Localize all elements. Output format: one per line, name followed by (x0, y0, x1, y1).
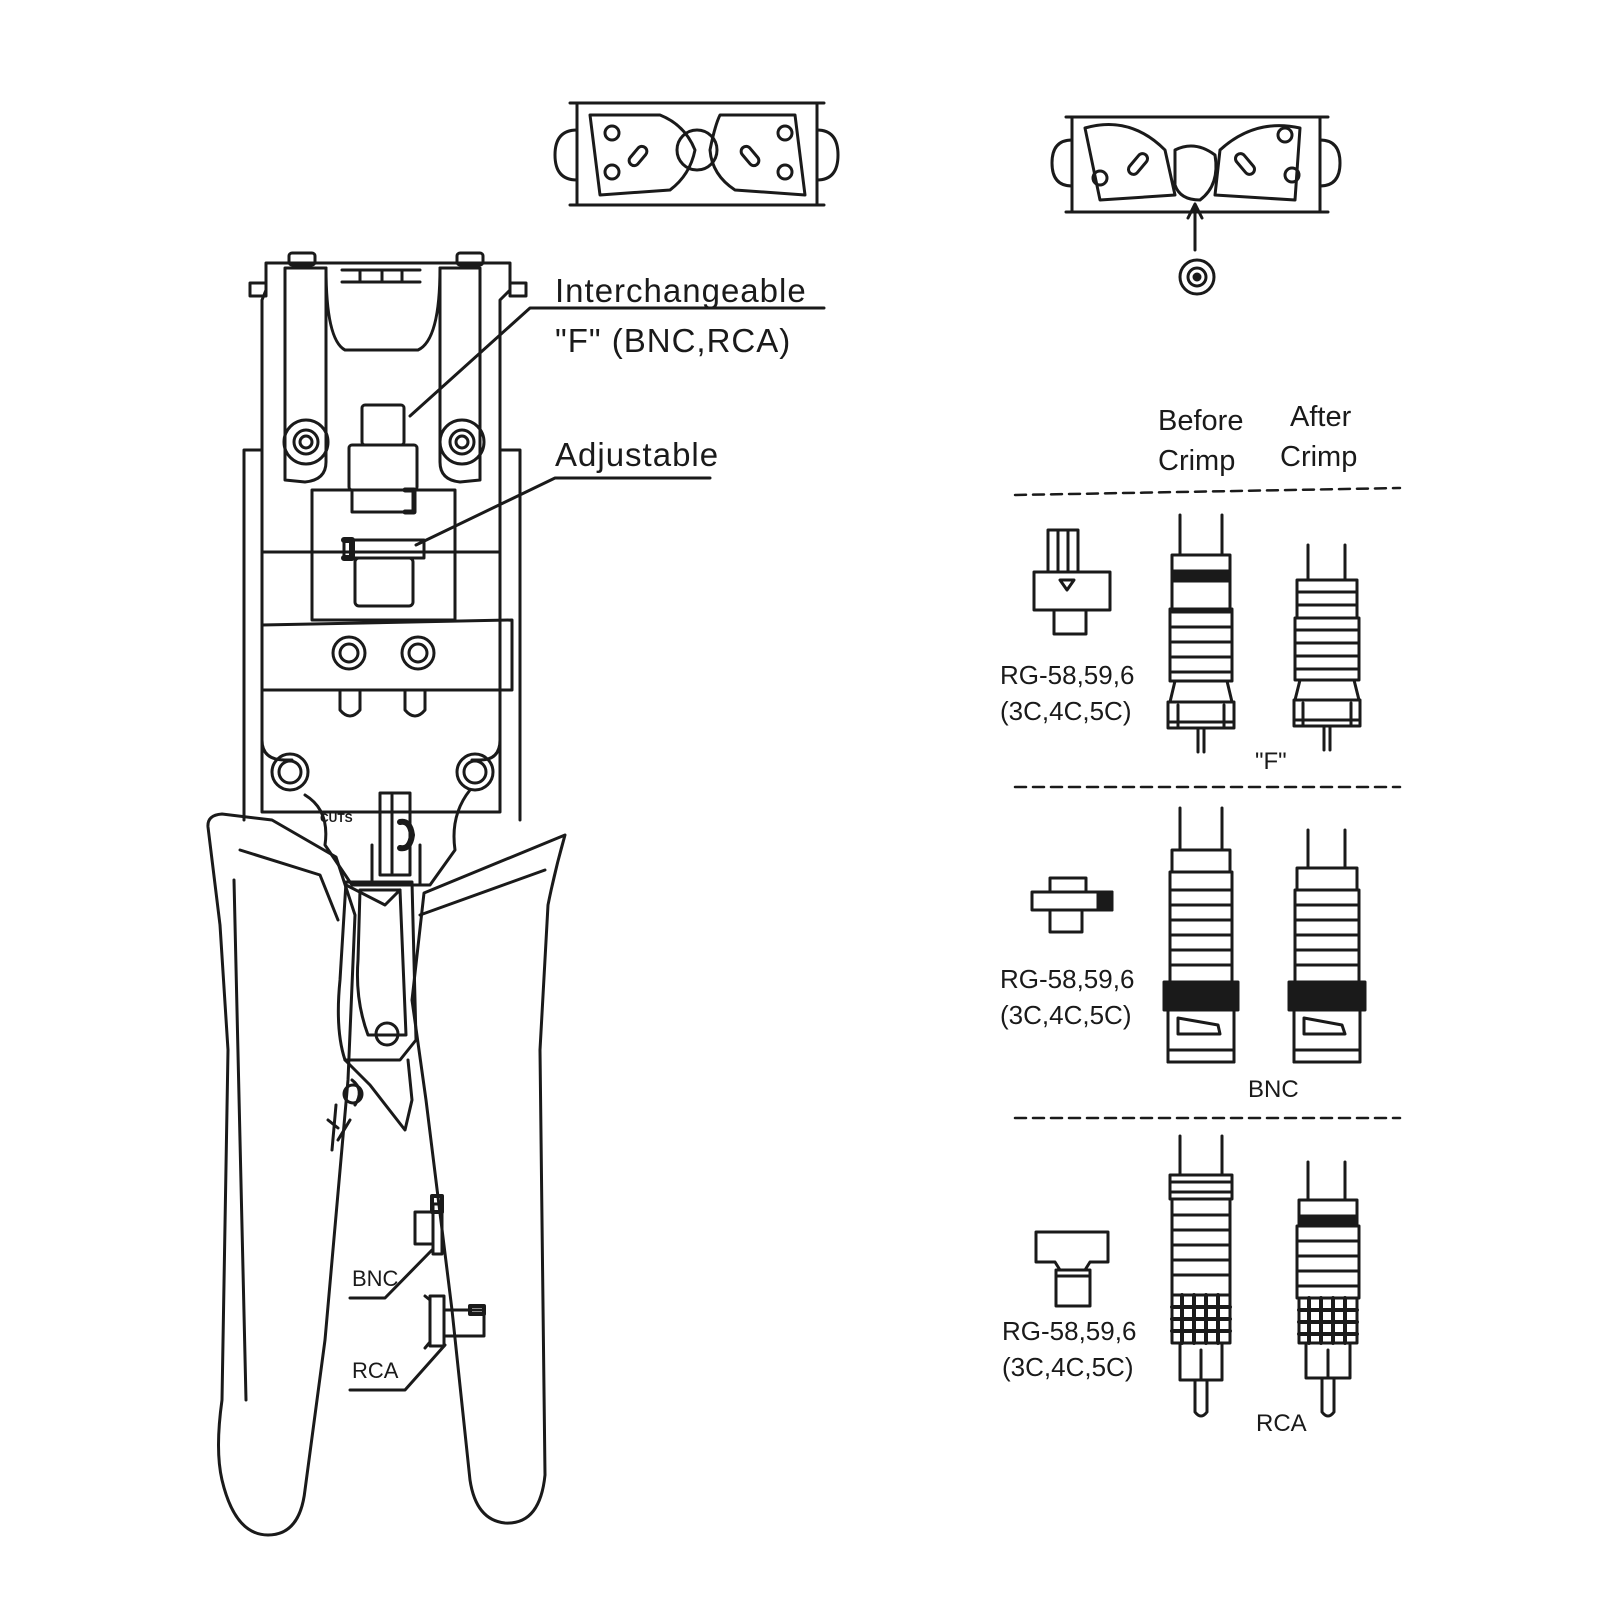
label-handle-rca: RCA (352, 1358, 399, 1383)
crimping-tool-drawing (206, 251, 826, 1537)
row-rca-type: RCA (1256, 1410, 1307, 1437)
die-closed-drawing (1050, 115, 1342, 296)
row-bnc-spec-2: (3C,4C,5C) (1000, 1000, 1132, 1030)
die-open-drawing (553, 101, 840, 207)
row-f-type: "F" (1255, 748, 1287, 775)
rca-connector-before-drawing (1168, 1134, 1234, 1418)
row-rca-spec-1: RG-58,59,6 (1002, 1316, 1137, 1346)
row-rca-spec-2: (3C,4C,5C) (1002, 1352, 1134, 1382)
row-f-spec-1: RG-58,59,6 (1000, 660, 1135, 690)
row-f-spec-2: (3C,4C,5C) (1000, 696, 1132, 726)
row-bnc-spec-1: RG-58,59,6 (1000, 964, 1135, 994)
table-separators (1013, 486, 1402, 1120)
die-bnc-drawing (1030, 876, 1114, 934)
col-header-before-1: Before (1158, 405, 1244, 437)
label-adjustable: Adjustable (555, 436, 720, 473)
f-connector-after-drawing (1292, 543, 1362, 752)
col-header-before-2: Crimp (1158, 445, 1236, 477)
bnc-connector-after-drawing (1287, 828, 1367, 1064)
bnc-connector-before-drawing (1162, 806, 1240, 1064)
label-interchangeable-types: "F" (BNC,RCA) (555, 322, 792, 359)
label-handle-bnc: BNC (352, 1266, 399, 1291)
row-bnc-type: BNC (1248, 1076, 1299, 1103)
die-f-drawing (1032, 528, 1112, 636)
rca-connector-after-drawing (1295, 1160, 1361, 1418)
die-rca-drawing (1034, 1230, 1110, 1308)
label-cuts: CUTS (320, 811, 353, 825)
f-connector-before-drawing (1166, 513, 1236, 754)
col-header-after-2: Crimp (1280, 441, 1358, 473)
label-interchangeable: Interchangeable (555, 272, 807, 309)
col-header-after-1: After (1290, 401, 1352, 433)
